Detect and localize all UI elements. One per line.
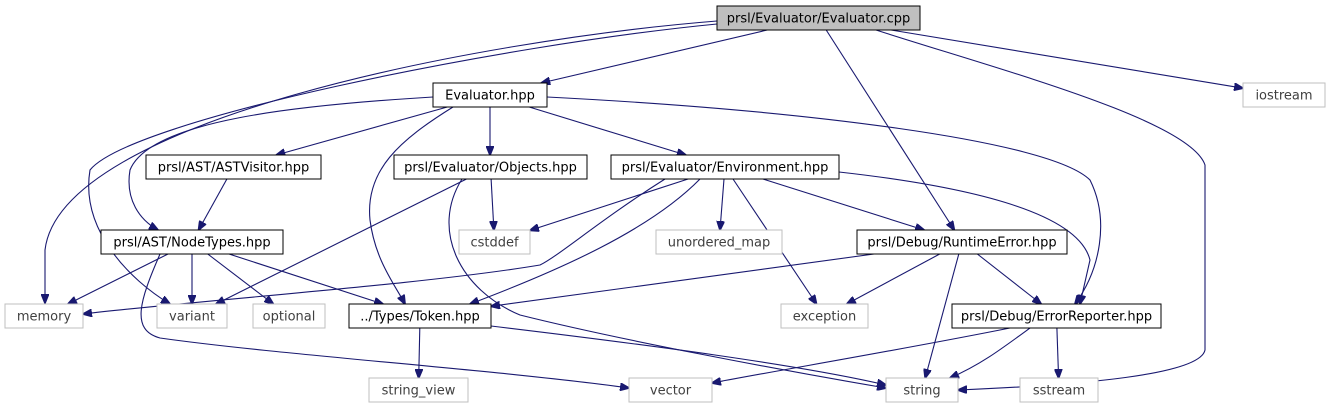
node-token[interactable]: ../Types/Token.hpp	[348, 303, 492, 329]
edge-environment-to-errorreporter	[838, 171, 1091, 304]
edge-evalhpp-to-nodetypes	[128, 96, 434, 230]
edge-token-to-string	[490, 325, 886, 385]
node-iostream: iostream	[1242, 82, 1326, 108]
edge-environment-to-cstddef	[530, 178, 689, 230]
edge-environment-to-memory	[83, 178, 666, 314]
node-label: prsl/Evaluator/Evaluator.cpp	[727, 12, 911, 27]
node-box	[368, 377, 469, 403]
edge-environment-to-unordered_map	[720, 178, 724, 230]
node-label: string_view	[382, 384, 456, 399]
node-label: prsl/AST/ASTVisitor.hpp	[158, 161, 310, 176]
node-label: sstream	[1033, 384, 1085, 399]
node-string-view: string_view	[368, 377, 469, 403]
edge-errorreporter-to-sstream	[1057, 327, 1059, 378]
edge-nodetypes-to-memory	[68, 253, 169, 304]
node-label: variant	[169, 310, 215, 325]
node-box	[628, 377, 713, 403]
node-errorreporter[interactable]: prsl/Debug/ErrorReporter.hpp	[951, 303, 1162, 329]
edge-objects-to-variant	[216, 178, 467, 304]
node-runtimeerror[interactable]: prsl/Debug/RuntimeError.hpp	[856, 229, 1068, 255]
node-unordered-map: unordered_map	[655, 229, 783, 255]
edge-root-to-evalhpp	[541, 29, 768, 83]
node-box	[432, 82, 548, 108]
edge-errorreporter-to-string	[950, 327, 1031, 378]
node-box	[951, 303, 1162, 329]
edge-evalhpp-to-environment	[529, 106, 686, 155]
node-box	[780, 303, 869, 329]
node-label: iostream	[1255, 89, 1312, 104]
edges-layer	[45, 20, 1243, 390]
node-box	[716, 5, 921, 31]
edge-evalhpp-to-astvisitor	[276, 106, 448, 155]
node-box	[145, 154, 322, 180]
edge-root-to-iostream	[890, 29, 1243, 88]
node-box	[856, 229, 1068, 255]
node-label: vector	[650, 384, 692, 399]
node-label: prsl/Evaluator/Objects.hpp	[404, 161, 577, 176]
node-box	[458, 229, 531, 255]
edge-nodetypes-to-vector	[140, 253, 629, 388]
edge-root-to-string	[875, 29, 1206, 390]
edge-astvisitor-to-nodetypes	[199, 178, 228, 230]
edge-root-to-memory	[45, 20, 718, 303]
node-vector: vector	[628, 377, 713, 403]
edge-root-to-runtimeerror	[825, 29, 954, 230]
edge-nodetypes-to-token	[228, 253, 383, 304]
edge-runtimeerror-to-exception	[847, 253, 940, 304]
node-box	[100, 229, 284, 255]
edge-root-to-variant	[88, 23, 718, 304]
edge-errorreporter-to-vector	[712, 327, 1011, 383]
node-box	[252, 303, 326, 329]
node-label: prsl/Evaluator/Environment.hpp	[622, 161, 829, 176]
node-box	[885, 377, 959, 403]
node-root[interactable]: prsl/Evaluator/Evaluator.cpp	[716, 5, 921, 31]
edge-evalhpp-to-errorreporter	[546, 96, 1102, 304]
node-string: string	[885, 377, 959, 403]
node-box	[393, 154, 588, 180]
edge-runtimeerror-to-token	[491, 253, 875, 306]
node-label: prsl/Debug/RuntimeError.hpp	[867, 236, 1056, 251]
node-evalhpp[interactable]: Evaluator.hpp	[432, 82, 548, 108]
node-box	[156, 303, 228, 329]
edge-objects-to-string	[448, 178, 886, 388]
edge-evalhpp-to-token	[368, 106, 454, 304]
node-box	[4, 303, 84, 329]
edge-environment-to-token	[470, 178, 701, 304]
node-label: ../Types/Token.hpp	[360, 310, 480, 325]
node-label: optional	[263, 310, 316, 325]
node-box	[610, 154, 840, 180]
node-exception: exception	[780, 303, 869, 329]
node-memory: memory	[4, 303, 84, 329]
node-label: Evaluator.hpp	[445, 89, 535, 104]
node-label: memory	[17, 310, 72, 325]
node-label: unordered_map	[668, 236, 771, 251]
node-box	[348, 303, 492, 329]
node-box	[1019, 377, 1099, 403]
node-box	[1242, 82, 1326, 108]
edge-runtimeerror-to-errorreporter	[976, 253, 1041, 304]
edge-objects-to-cstddef	[491, 178, 494, 230]
node-astvisitor[interactable]: prsl/AST/ASTVisitor.hpp	[145, 154, 322, 180]
node-label: prsl/Debug/ErrorReporter.hpp	[961, 310, 1152, 325]
nodes-layer: prsl/Evaluator/Evaluator.cppEvaluator.hp…	[4, 5, 1326, 403]
node-label: exception	[793, 310, 857, 325]
node-box	[655, 229, 783, 255]
node-label: string	[903, 384, 940, 399]
edge-token-to-string_view	[419, 327, 420, 378]
edge-nodetypes-to-optional	[207, 253, 274, 304]
node-objects[interactable]: prsl/Evaluator/Objects.hpp	[393, 154, 588, 180]
edge-runtimeerror-to-string	[925, 253, 960, 378]
node-variant: variant	[156, 303, 228, 329]
node-environment[interactable]: prsl/Evaluator/Environment.hpp	[610, 154, 840, 180]
node-optional: optional	[252, 303, 326, 329]
node-nodetypes[interactable]: prsl/AST/NodeTypes.hpp	[100, 229, 284, 255]
node-label: cstddef	[470, 236, 519, 251]
node-sstream: sstream	[1019, 377, 1099, 403]
node-cstddef: cstddef	[458, 229, 531, 255]
edge-environment-to-runtimeerror	[762, 178, 924, 230]
node-label: prsl/AST/NodeTypes.hpp	[113, 236, 270, 251]
